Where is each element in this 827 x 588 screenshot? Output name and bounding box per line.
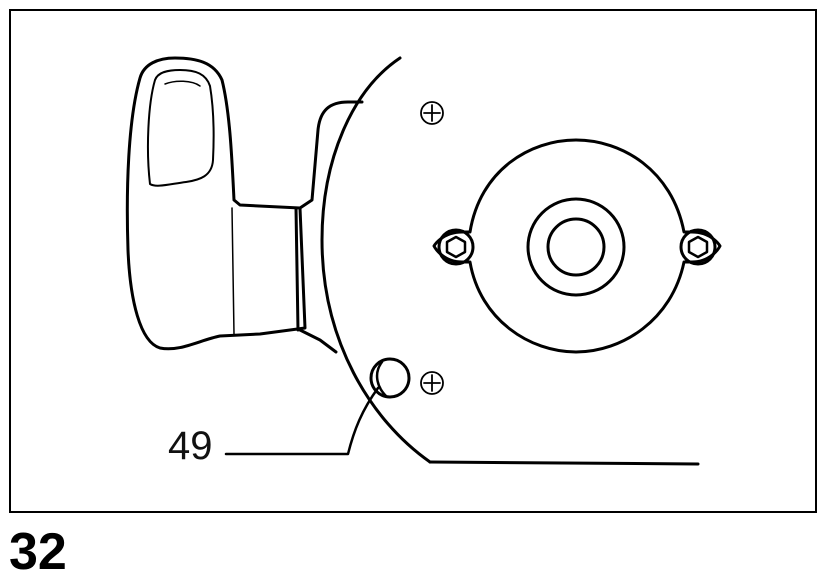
hex-bolt-left — [445, 235, 467, 259]
handle-collar — [294, 206, 300, 332]
handle-neck-seam — [231, 207, 235, 335]
figure-number: 32 — [9, 523, 67, 581]
flange-ear-right — [679, 228, 717, 266]
plus-in-circle-icon — [420, 101, 444, 125]
adjustment-knob-slot — [375, 360, 388, 398]
hex-bolt-right — [687, 235, 709, 259]
plus-in-circle-icon — [420, 371, 444, 395]
handle-grip — [125, 56, 307, 351]
figure-frame — [9, 9, 817, 513]
flange-ear-left — [437, 228, 475, 266]
callout-leader-line — [224, 386, 380, 456]
motor-housing-lower — [298, 328, 338, 354]
hub-inner-ring — [546, 217, 606, 277]
handle-grip-detail — [164, 80, 201, 87]
callout-label-49: 49 — [168, 424, 213, 468]
flange-plate — [432, 138, 722, 354]
adjustment-knob — [369, 357, 411, 399]
motor-housing — [298, 100, 364, 210]
hub-outer-ring — [526, 197, 626, 297]
blade-guard-arc — [320, 56, 432, 464]
base-line — [428, 460, 700, 466]
handle-grip-recess — [146, 69, 215, 187]
